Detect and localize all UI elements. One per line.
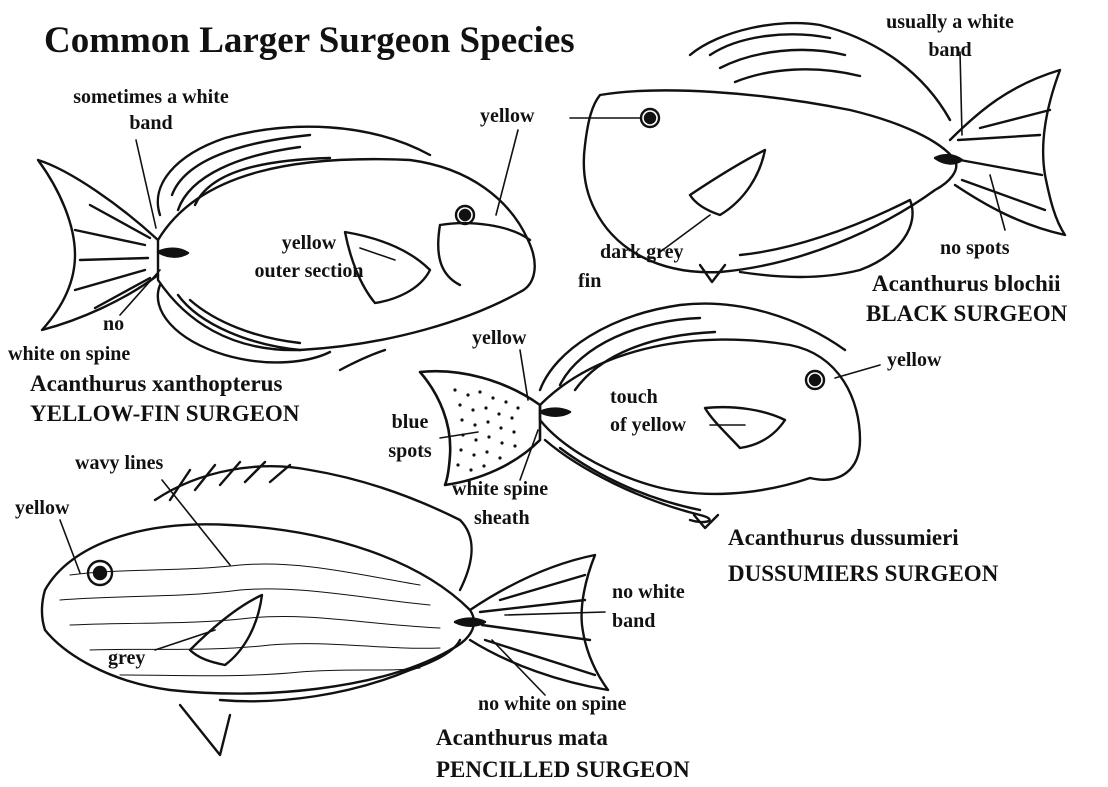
yellowfin-dorsal-fin bbox=[158, 127, 430, 215]
black-band-label-line1: usually a white bbox=[860, 12, 1040, 32]
dussumier-eye-label: yellow bbox=[887, 350, 941, 370]
dussumier-anal-fin bbox=[545, 440, 710, 522]
pencilled-band-label-line1: no white bbox=[612, 582, 685, 602]
dussumier-sheath-label-line2: sheath bbox=[474, 508, 530, 528]
dussumier-sheath-label-line1: white spine bbox=[452, 479, 548, 499]
dussumier-pectoral-fin bbox=[705, 407, 785, 448]
black-scientific-name: Acanthurus blochii bbox=[872, 272, 1061, 295]
pencilled-wavy-label: wavy lines bbox=[75, 453, 163, 473]
black-spine-mark bbox=[935, 155, 962, 163]
page-title: Common Larger Surgeon Species bbox=[44, 22, 575, 59]
dussumier-spots-label-line2: spots bbox=[378, 441, 442, 461]
pencilled-spine-label: no white on spine bbox=[478, 694, 626, 714]
pencilled-eye-label: yellow bbox=[15, 498, 69, 518]
dussumier-touch-label-line2: of yellow bbox=[610, 415, 686, 435]
yellowfin-spine-label-line2: white on spine bbox=[8, 344, 130, 364]
pencilled-tail bbox=[470, 555, 608, 690]
dussumier-blue-spots bbox=[453, 388, 519, 471]
pencilled-scientific-name: Acanthurus mata bbox=[436, 726, 608, 749]
dussumier-top-yellow-label: yellow bbox=[472, 328, 526, 348]
pencilled-spine-mark bbox=[455, 619, 485, 626]
dussumier-scientific-name: Acanthurus dussumieri bbox=[728, 526, 959, 549]
yellowfin-scientific-name: Acanthurus xanthopterus bbox=[30, 372, 282, 395]
yellowfin-body bbox=[158, 159, 535, 350]
pencilled-body bbox=[42, 524, 474, 693]
dussumier-spots-label-line1: blue bbox=[378, 412, 442, 432]
black-eye bbox=[645, 113, 655, 123]
yellowfin-eye-label: yellow bbox=[480, 106, 534, 126]
pencilled-eye bbox=[94, 567, 106, 579]
dussumier-eye bbox=[810, 375, 820, 385]
yellowfin-common-name: YELLOW-FIN SURGEON bbox=[30, 402, 299, 425]
dussumier-touch-label-line1: touch bbox=[610, 387, 658, 407]
black-pectoral-fin bbox=[690, 150, 765, 215]
yellowfin-fin-label-line2: outer section bbox=[234, 261, 384, 281]
dussumier-common-name: DUSSUMIERS SURGEON bbox=[728, 562, 998, 585]
black-fin-label-line1: dark grey bbox=[600, 242, 684, 262]
pencilled-dorsal-fin bbox=[155, 466, 472, 590]
black-fin-label-line2: fin bbox=[578, 271, 601, 291]
yellowfin-band-label-line2: band bbox=[46, 113, 256, 133]
pencilled-pectoral-fin bbox=[190, 595, 262, 665]
yellowfin-spine-mark bbox=[158, 249, 188, 257]
dussumier-spine-mark bbox=[540, 409, 570, 416]
black-common-name: BLACK SURGEON bbox=[866, 302, 1067, 325]
pencilled-band-label-line2: band bbox=[612, 611, 655, 631]
black-tail-label: no spots bbox=[940, 238, 1009, 258]
yellowfin-eye bbox=[460, 210, 470, 220]
yellowfin-fin-label-line1: yellow bbox=[234, 233, 384, 253]
pencilled-grey-label: grey bbox=[108, 648, 145, 668]
black-band-label-line2: band bbox=[860, 40, 1040, 60]
yellowfin-spine-label-line1: no bbox=[103, 314, 124, 334]
black-tail bbox=[950, 70, 1065, 235]
pencilled-common-name: PENCILLED SURGEON bbox=[436, 758, 690, 781]
yellowfin-band-label-line1: sometimes a white bbox=[46, 87, 256, 107]
